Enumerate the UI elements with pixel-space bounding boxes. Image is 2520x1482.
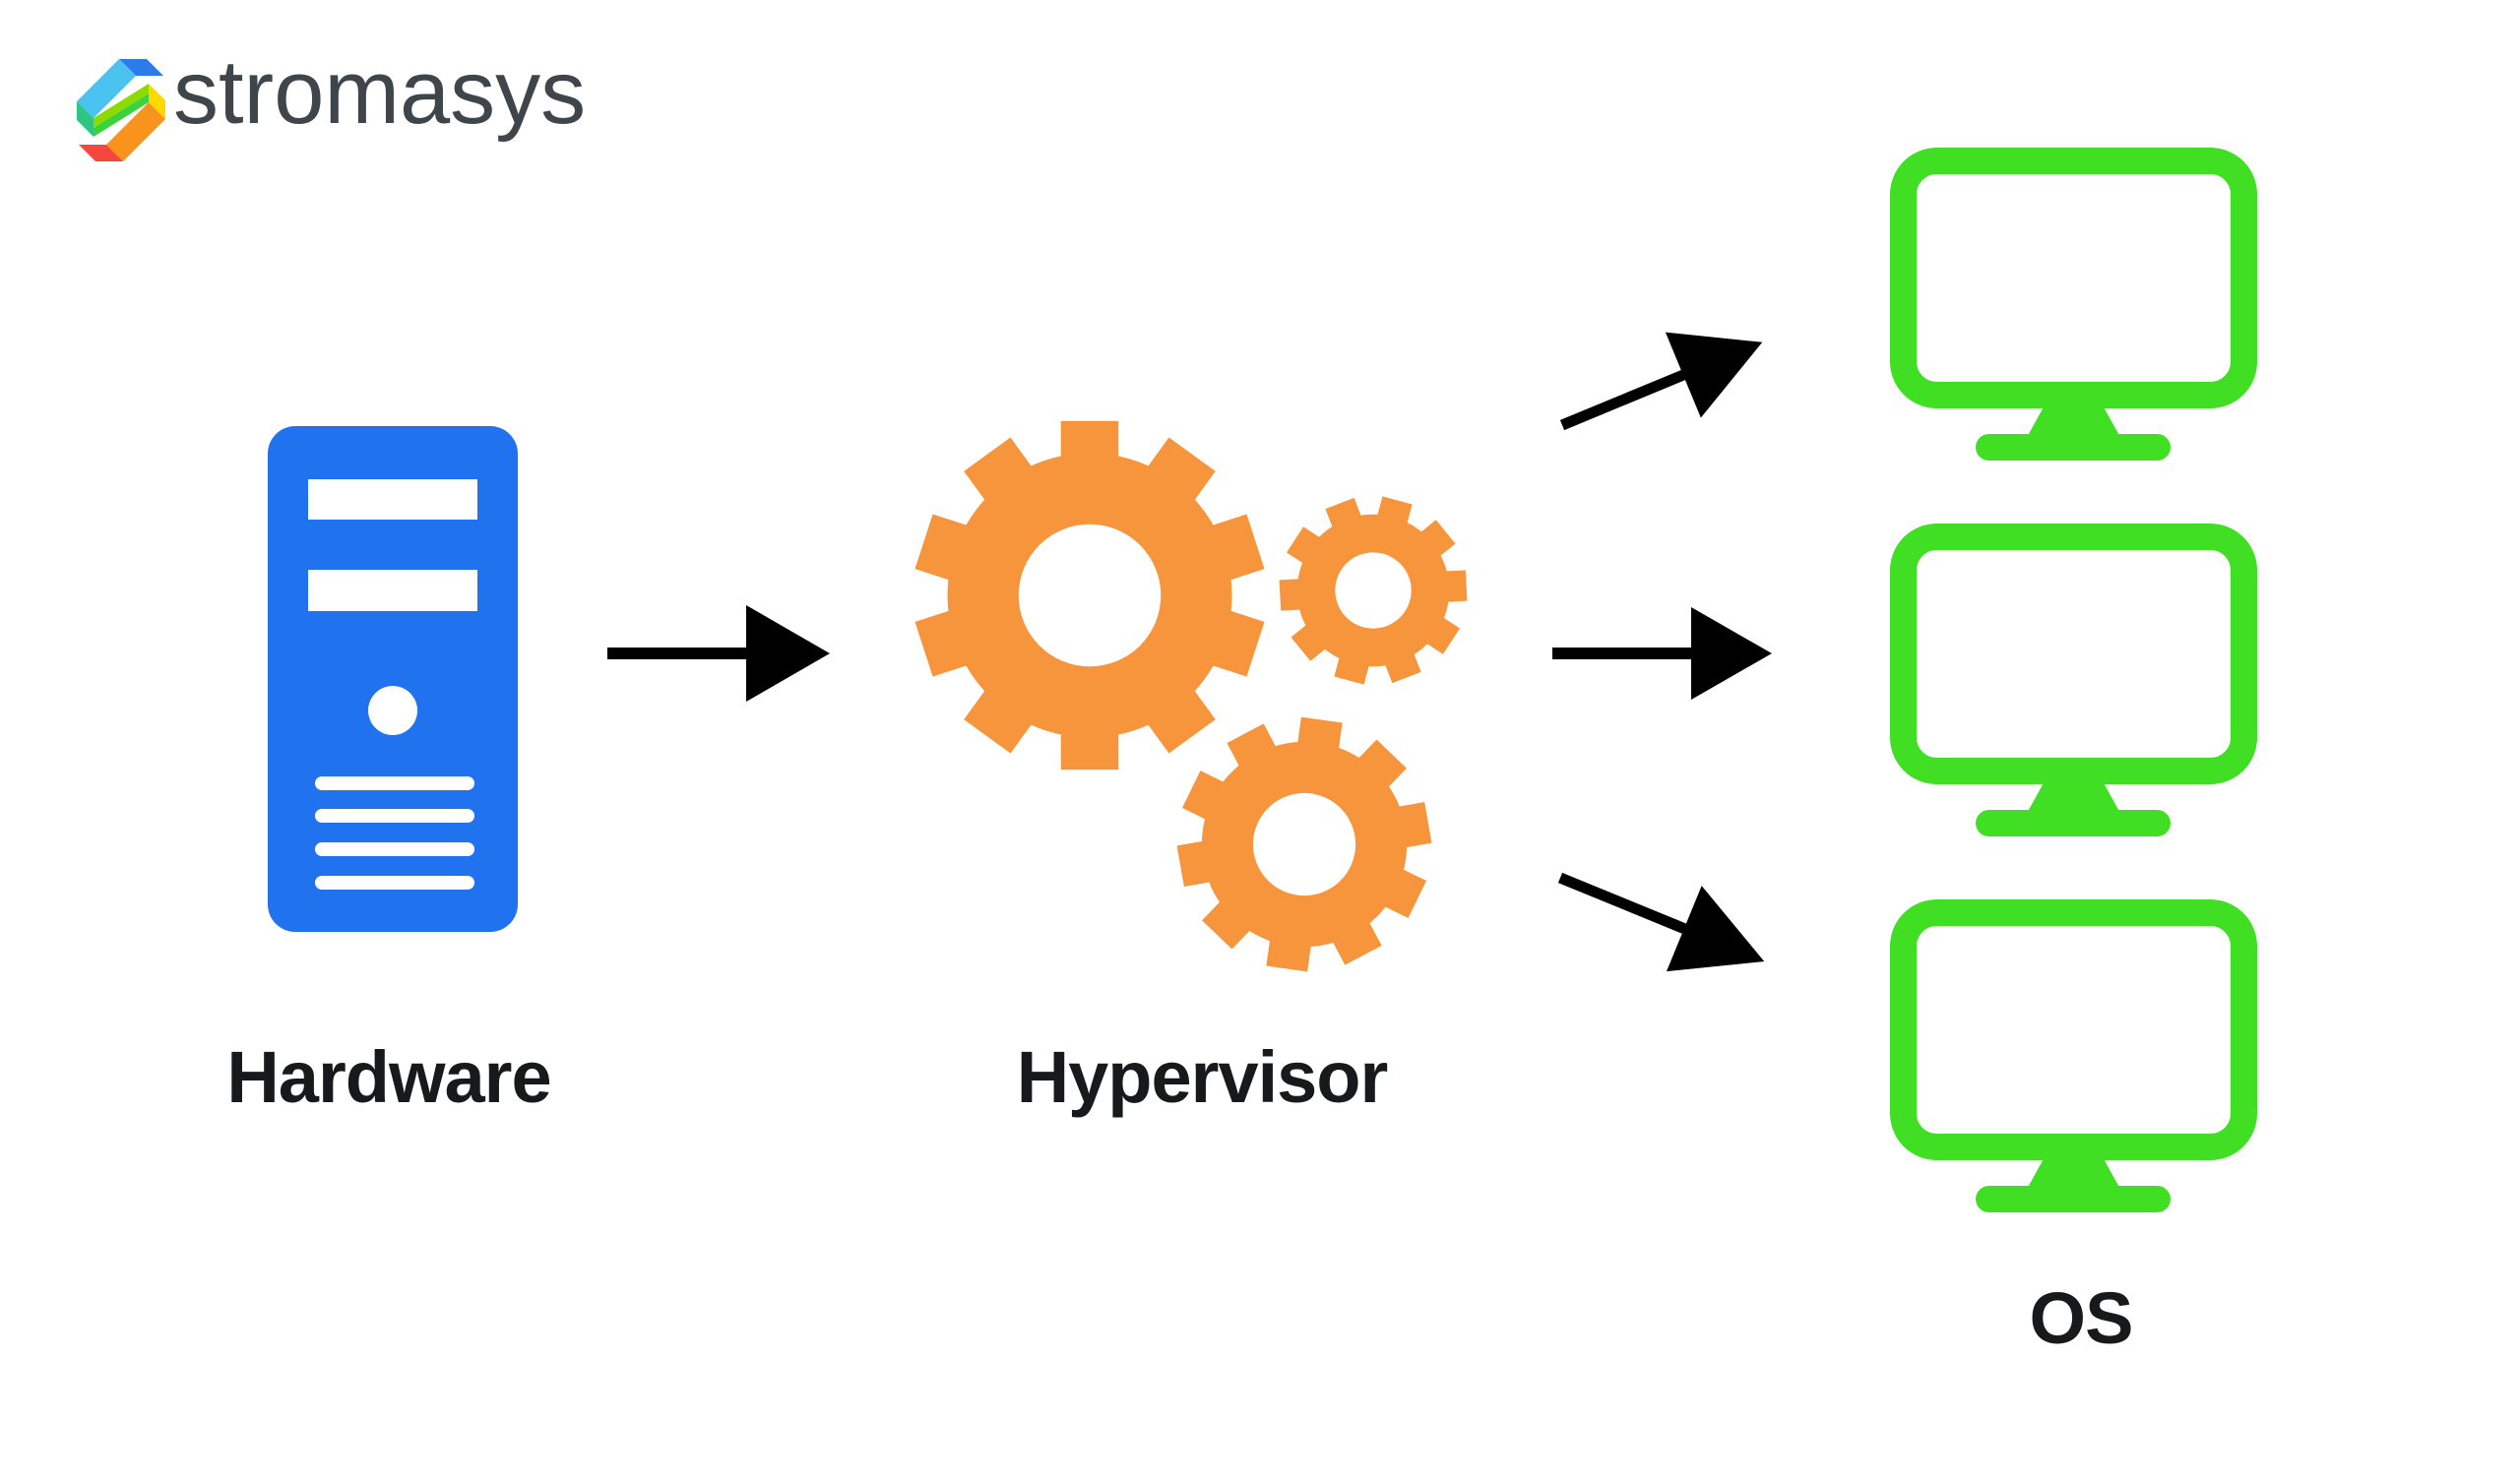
gear-large-icon <box>914 420 1265 771</box>
monitor-icon-2 <box>1904 537 2244 837</box>
stromasys-logo <box>72 59 170 161</box>
gear-small-icon <box>1258 475 1488 706</box>
logo-segment-orange <box>106 102 165 161</box>
arrow-hypervisor-to-os-2 <box>1552 607 1772 700</box>
server-vent-lines <box>315 776 474 890</box>
logo-segment-red <box>79 145 123 161</box>
arrow-hypervisor-to-os-3 <box>1557 872 1765 972</box>
monitor-icon-3 <box>1904 913 2244 1213</box>
server-body <box>268 426 518 932</box>
logo-segment-teal <box>77 101 94 137</box>
gear-medium-icon <box>1162 702 1447 987</box>
arrow-hardware-to-hypervisor <box>607 605 830 702</box>
server-tower-icon <box>268 426 518 932</box>
monitor-icon-1 <box>1904 161 2244 462</box>
os-monitors <box>1904 161 2244 1213</box>
logo-segment-green <box>94 93 149 137</box>
arrow-hypervisor-to-os-1 <box>1559 332 1763 431</box>
gears-icon <box>914 420 1488 987</box>
server-power-button <box>368 686 417 735</box>
logo-segment-cyan <box>77 59 136 118</box>
logo-segment-chartreuse <box>94 84 149 128</box>
hypervisor-label: Hypervisor <box>1016 1036 1389 1118</box>
stromasys-logo-icon <box>77 59 165 161</box>
stromasys-wordmark: stromasys <box>173 42 587 143</box>
server-slot-bottom <box>308 570 477 611</box>
os-label: OS <box>2029 1277 2134 1359</box>
logo-segment-yellow <box>149 84 165 119</box>
logo-segment-blue <box>119 59 163 76</box>
hardware-label: Hardware <box>226 1036 551 1118</box>
server-slot-top <box>308 479 477 520</box>
